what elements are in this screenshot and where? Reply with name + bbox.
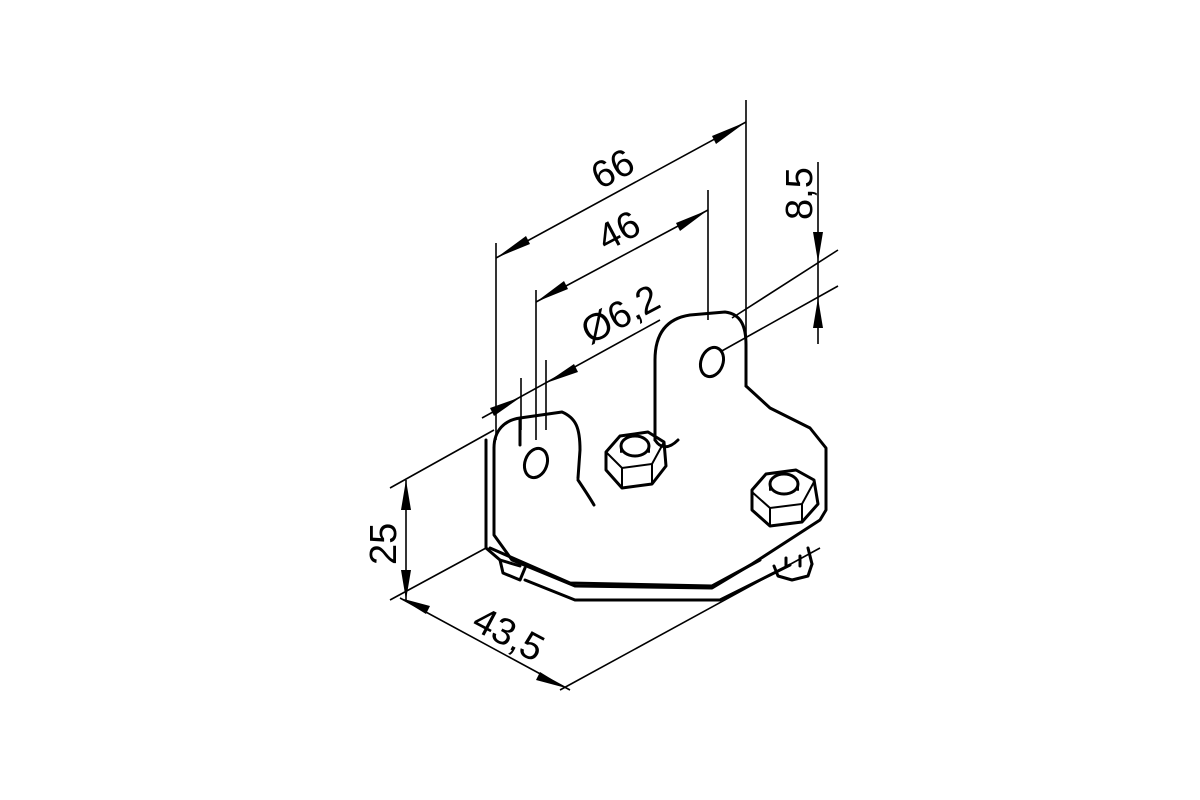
lower-hole: [522, 446, 550, 480]
dim-66-label: 66: [585, 141, 642, 198]
dim-46-label: 46: [591, 203, 648, 260]
hex-nut-center: [604, 430, 668, 490]
dim-25-label: 25: [363, 523, 405, 565]
dimension-lines: [389, 100, 839, 691]
upper-hole: [698, 345, 726, 379]
hex-nut-right: [750, 468, 820, 528]
dim-8-5-label: 8,5: [779, 167, 821, 220]
dim-43-5-label: 43,5: [466, 599, 551, 671]
mounting-bracket: [484, 310, 828, 602]
bolt-end: [772, 546, 814, 582]
